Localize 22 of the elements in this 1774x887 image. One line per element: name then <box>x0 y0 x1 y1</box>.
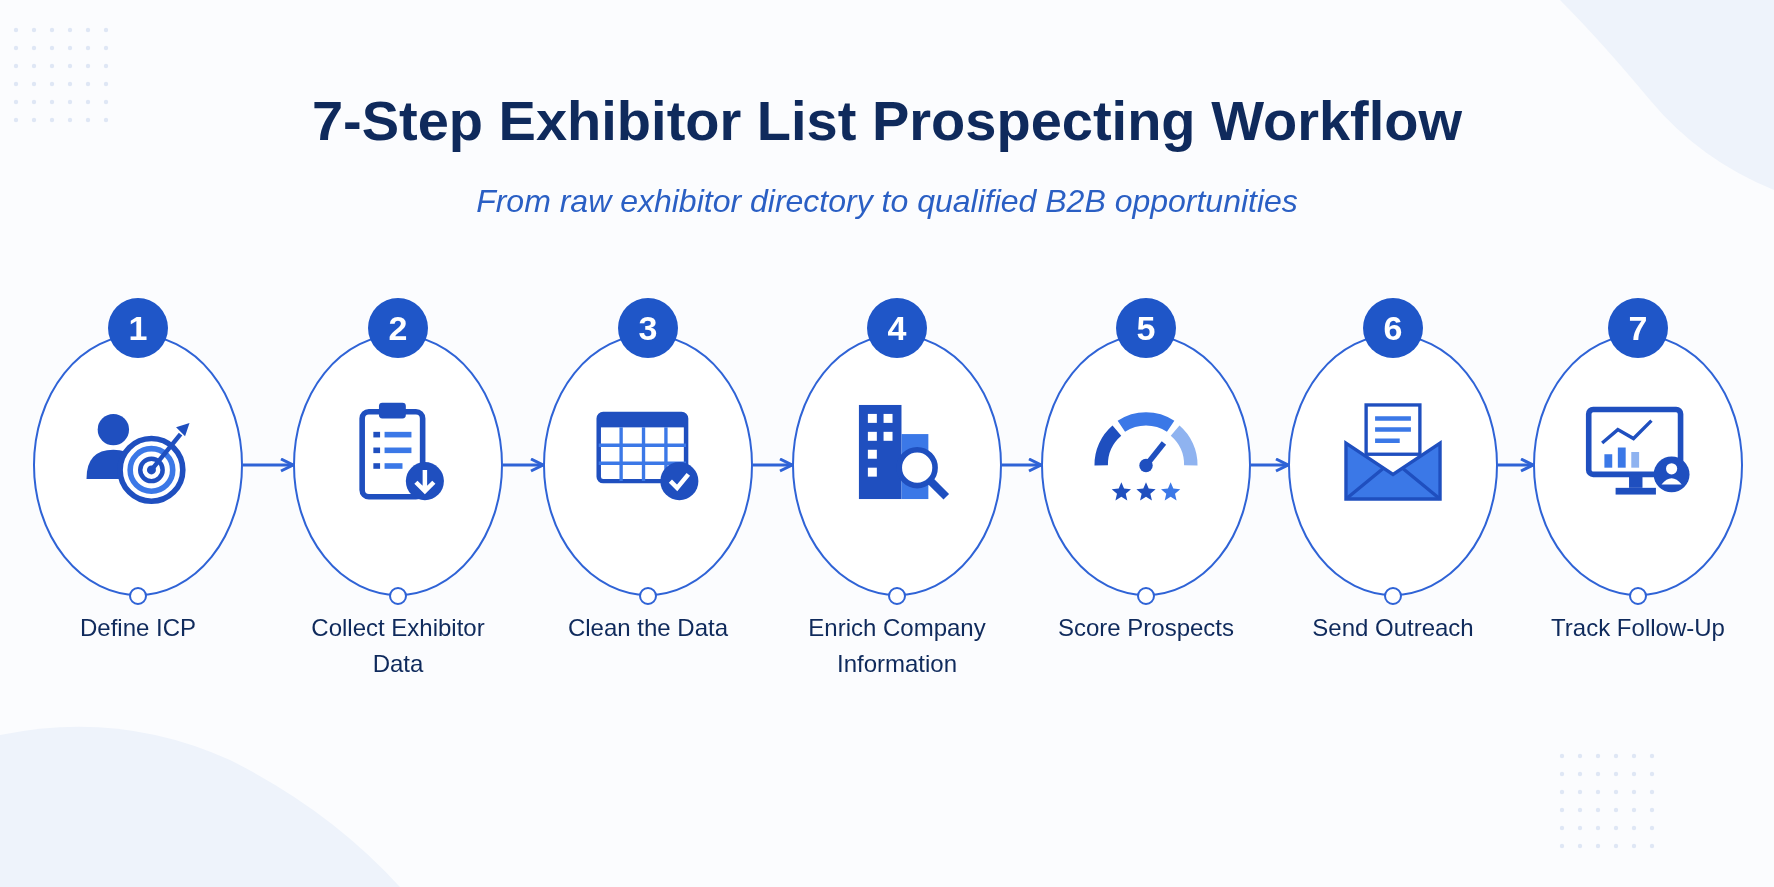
step-number-badge: 7 <box>1608 298 1668 358</box>
subtitle: From raw exhibitor directory to qualified B2B opportunities <box>475 183 1299 220</box>
title: 7-Step Exhibitor List Prospecting Workflow <box>310 88 1464 153</box>
arrow <box>753 457 794 473</box>
step-label: Send Outreach <box>1311 613 1475 643</box>
step-number-badge: 3 <box>618 298 678 358</box>
step-label: Track Follow-Up <box>1550 613 1726 643</box>
step-label: Score Prospects <box>1056 613 1236 643</box>
arrow <box>1498 457 1535 473</box>
step-label: Collect Exhibitor Data <box>310 613 486 679</box>
step-label: Enrich Company Information <box>807 613 987 679</box>
step-number-badge: 1 <box>108 298 168 358</box>
step-number-badge: 6 <box>1363 298 1423 358</box>
arrow <box>503 457 545 473</box>
step-number-badge: 4 <box>867 298 927 358</box>
step-number-badge: 5 <box>1116 298 1176 358</box>
arrow <box>243 457 295 473</box>
step-label: Clean the Data <box>566 613 730 643</box>
step-number-badge: 2 <box>368 298 428 358</box>
arrow <box>1002 457 1043 473</box>
step-label: Define ICP <box>78 613 198 643</box>
arrow <box>1251 457 1290 473</box>
